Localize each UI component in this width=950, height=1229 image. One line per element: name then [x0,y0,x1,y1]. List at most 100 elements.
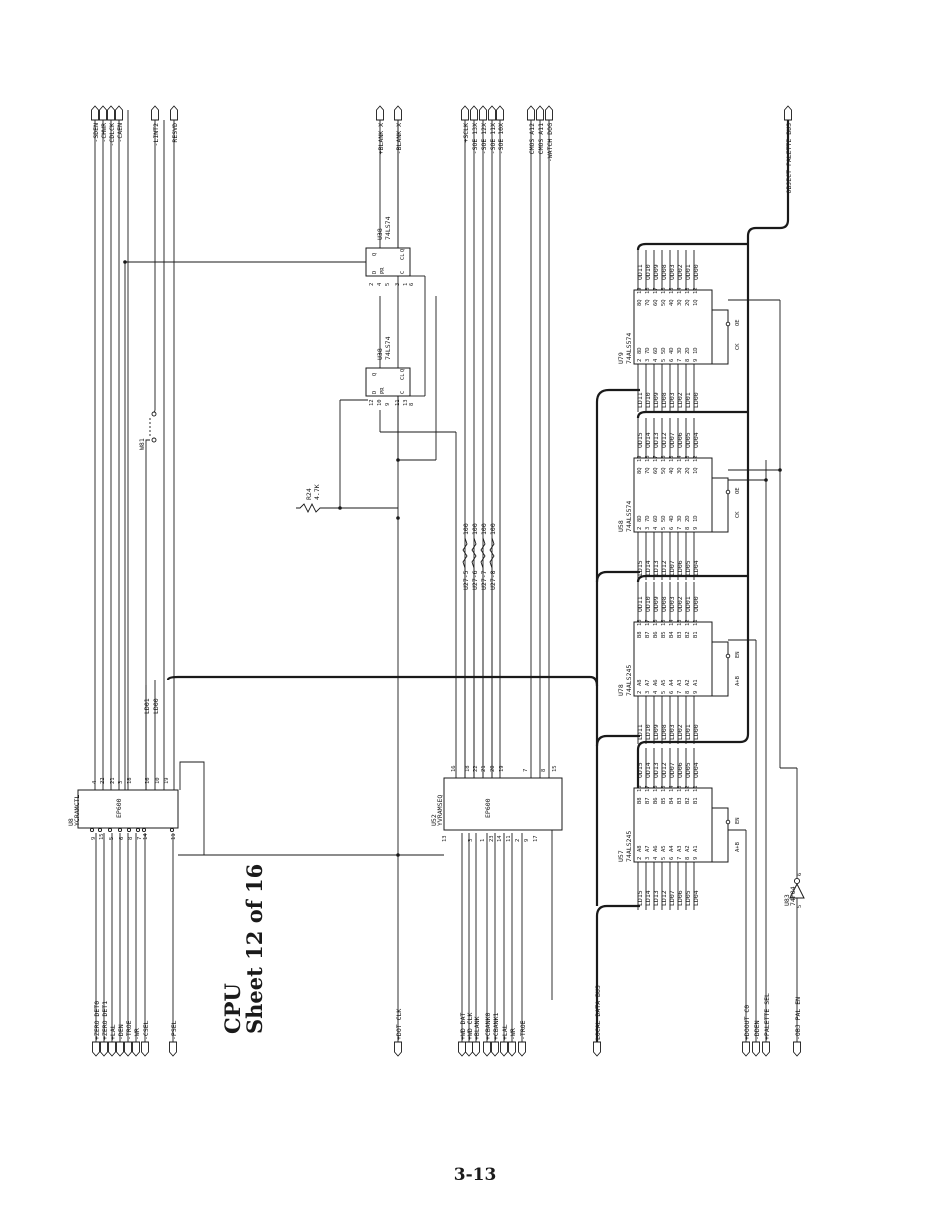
left-mid-signal-1: +WD CLK [466,1013,474,1040]
u58-d-label: 4D [669,515,675,522]
ld-bus-from-u8 [166,675,599,687]
u78-part: 74ALS245 [625,665,633,696]
u38b-ref: U38 [376,228,384,240]
u79-ctrl [711,309,729,365]
u38a-body [365,367,411,397]
u52-right-pin: 21 [481,765,487,772]
u8-left-pin: 15 [99,833,105,840]
u58-q-label: 4Q [669,467,675,474]
u57-body [633,787,713,863]
local-data-bus-label: LOCAL DATA BUS [594,985,602,1040]
connector-icon [141,1041,149,1057]
left-mid-signal-2: +BLANK [473,1016,481,1040]
connector-icon [92,1041,100,1057]
left-top-signal-2: +LAL [109,1024,117,1040]
u57-a-label: A1 [693,845,699,852]
u78-in-pin: 5 [661,691,667,694]
u57-in-label: LD04 [692,890,700,906]
u78-in-label: LD01 [684,724,692,740]
resistor-array-value: 100 [471,523,479,535]
u57-b-label: B2 [685,797,691,804]
u38b-d: D [372,271,378,274]
top-signal-2: -CDLCK [108,123,116,147]
u78-in-pin: 8 [685,691,691,694]
u78-out-pin: 17 [645,619,651,626]
u78-in-label: LD00 [692,724,700,740]
connector-icon [151,105,159,121]
u57-in-pin: 2 [637,857,643,860]
resistor-array-value: 100 [489,523,497,535]
u58-in-label: LD04 [692,560,700,576]
top-signal-8: +SCLK [462,123,470,143]
connector-icon [483,1041,491,1057]
u58-out-pin: 17 [653,455,659,462]
u58-in-pin: 9 [693,527,699,530]
local-data-bus-branch [595,734,640,747]
pin-bubble [107,827,113,833]
left-top-signal-1: +ZERO DET1 [101,1001,109,1040]
u79-q-label: 3Q [677,299,683,306]
u8-left-pin: 9 [91,837,97,840]
u52-part: EP600 [484,798,492,818]
object-palette-bus [636,120,790,788]
connector-icon [527,105,535,121]
u78-out-pin: 12 [685,619,691,626]
u8-right-pin: 16 [145,777,151,784]
left-mid-signal-3: +CBANK0 [484,1013,492,1040]
u38a-qn: Q [400,369,406,372]
u57-b-label: B3 [677,797,683,804]
u58-d-label: 3D [677,515,683,522]
u78-a-label: A5 [661,679,667,686]
u78-out-label: OD09 [652,596,660,612]
top-signal-15: -WATCH DOG [546,123,554,162]
output-bus-branch [636,242,748,251]
u58-out-pin: 18 [645,455,651,462]
connector-icon [169,1041,177,1057]
u79-out-pin: 19 [637,287,643,294]
connector-icon [132,1041,140,1057]
u38b-ck: C [400,271,406,274]
local-data-bus [595,904,640,1042]
resistor-array-wire [471,537,477,778]
connector-icon [742,1041,750,1057]
u79-d-label: 7D [645,347,651,354]
u78-out-label: OD10 [644,596,652,612]
u57-a-label: A4 [669,845,675,852]
left-top-signal-7: -PSEL [170,1020,178,1040]
u58-q-label: 2Q [685,467,691,474]
u79-ck: CK [735,343,741,350]
u38a-pin: 9 [385,403,391,406]
u52-left-pin: 3 [468,839,474,842]
connector-icon [479,105,487,121]
u57-in-label: LD07 [668,890,676,906]
u79-in-label: LD00 [692,392,700,408]
u57-out-label: OD06 [676,762,684,778]
dot-clk-label: +DOT CLK [395,1009,403,1040]
u57-a-label: A3 [677,845,683,852]
u79-out-pin: 17 [653,287,659,294]
resistor-array-label: U27-6 [471,570,479,590]
resistor-array-label: U27-8 [489,570,497,590]
u78-b-label: B3 [677,631,683,638]
u79-part: 74ALS574 [625,333,633,364]
u52-left-pin: 11 [506,835,512,842]
u79-in-label: LD09 [652,392,660,408]
u58-d-label: 8D [637,515,643,522]
u38b-pin: 3 [395,283,401,286]
left-bottom-signal-2: +PALETTE SEL [763,993,771,1040]
connector-icon [488,105,496,121]
u38a-ck: C [400,391,406,394]
u38b-q: Q [372,253,378,256]
u58-q-label: 3Q [677,467,683,474]
u57-b-label: B6 [653,797,659,804]
u79-q-label: 7Q [645,299,651,306]
pin-bubble [725,819,731,825]
u38a-pr: PR [380,387,386,394]
u52-right-pin: 19 [499,765,505,772]
top-signal-0: -SDEN [92,123,100,143]
top-signal-9: -SOE 13X [471,123,479,154]
u79-in-pin: 2 [637,359,643,362]
u8-right-pin: 18 [127,777,133,784]
u57-in-pin: 7 [677,857,683,860]
